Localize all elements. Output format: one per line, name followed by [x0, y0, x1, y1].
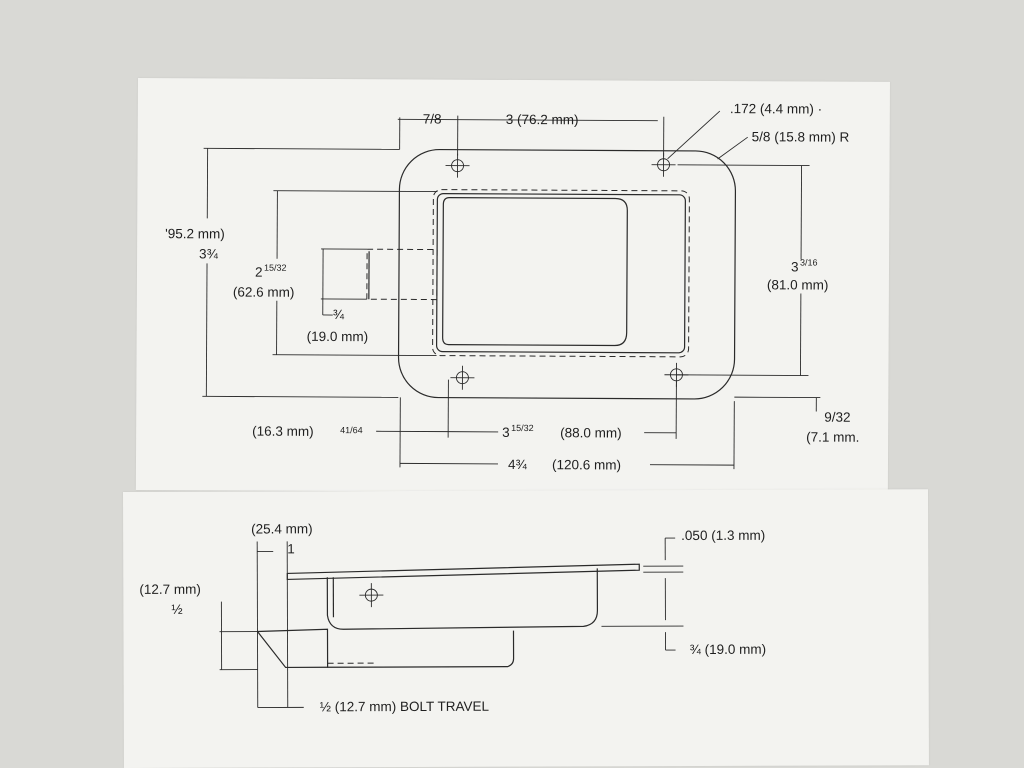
recess-outline — [436, 193, 686, 354]
dim-hole-left: 7/8 — [423, 111, 442, 126]
dim-bottom-offset-mm: (7.1 mm. — [806, 430, 859, 445]
dim-hole-vert-in: 3 — [791, 259, 799, 274]
dim-bolt-offset-in: ¾ — [333, 307, 345, 322]
top-view-drawing: 7/8 3 (76.2 mm) .172 (4.4 mm) · 5/8 (15.… — [165, 101, 859, 472]
dim-overall-height-mm: '95.2 mm) — [165, 226, 225, 241]
dim-overall-width-mm: (120.6 mm) — [552, 457, 621, 472]
dim-bolt-travel: ½ (12.7 mm) BOLT TRAVEL — [320, 699, 490, 715]
mounting-hole-tl — [445, 153, 470, 178]
dim-bolt-height-in: ½ — [171, 602, 182, 617]
dim-overall-height-in: 3¾ — [199, 246, 219, 261]
dim-corner-radius: 5/8 (15.8 mm) R — [752, 129, 850, 145]
outer-flange-outline — [397, 148, 737, 400]
recess-dashed-outline — [432, 189, 690, 358]
dim-bottom-offset-in: 9/32 — [824, 410, 850, 425]
bolt-bevel — [257, 631, 328, 669]
dim-hole-dia: .172 (4.4 mm) · — [730, 101, 822, 116]
dim-bolt-height-mm: (62.6 mm) — [233, 284, 295, 299]
dim-hole-horiz-in-frac: 15/32 — [511, 423, 534, 433]
dim-bolt-offset-mm: (19.0 mm) — [307, 329, 369, 344]
bolt-hidden-outline — [366, 248, 438, 301]
dim-hole-spacing: 3 (76.2 mm) — [506, 112, 579, 127]
side-view-drawing: (25.4 mm) 1 .050 (1.3 mm) (12.7 mm) ½ ¾ … — [139, 521, 767, 715]
flange-plate — [286, 563, 640, 581]
bolt-body — [257, 628, 515, 668]
dim-bolt-height-in-frac: 15/32 — [264, 263, 287, 273]
dim-left-offset-in: 41/64 — [340, 425, 363, 435]
dim-bolt-height-in: 2 — [255, 265, 263, 280]
dim-hole-horiz-mm: (88.0 mm) — [560, 425, 622, 440]
dim-flange-mm: (25.4 mm) — [251, 521, 313, 536]
pivot-hole — [359, 583, 384, 608]
dim-left-offset-mm: (16.3 mm) — [252, 424, 314, 439]
dim-bolt-height-mm: (12.7 mm) — [139, 582, 201, 597]
dim-hole-vert-mm: (81.0 mm) — [767, 277, 829, 292]
paddle-outline — [442, 197, 628, 347]
dim-flange-in: 1 — [287, 541, 295, 556]
top-view-sheet: 7/8 3 (76.2 mm) .172 (4.4 mm) · 5/8 (15.… — [135, 78, 890, 494]
side-view-sheet: (25.4 mm) 1 .050 (1.3 mm) (12.7 mm) ½ ¾ … — [123, 489, 929, 768]
dimension-lines — [202, 110, 821, 470]
latch-body — [326, 568, 599, 630]
dim-hole-vert-in-frac: 3/16 — [800, 257, 818, 267]
dim-depth: ¾ (19.0 mm) — [690, 642, 767, 657]
mounting-hole-bl — [450, 365, 475, 390]
dim-plate-thickness: .050 (1.3 mm) — [681, 528, 765, 543]
dim-hole-horiz-in: 3 — [502, 425, 510, 440]
dim-overall-width-in: 4¾ — [508, 457, 528, 472]
mounting-hole-tr — [651, 152, 676, 177]
dimension-lines — [219, 537, 684, 708]
